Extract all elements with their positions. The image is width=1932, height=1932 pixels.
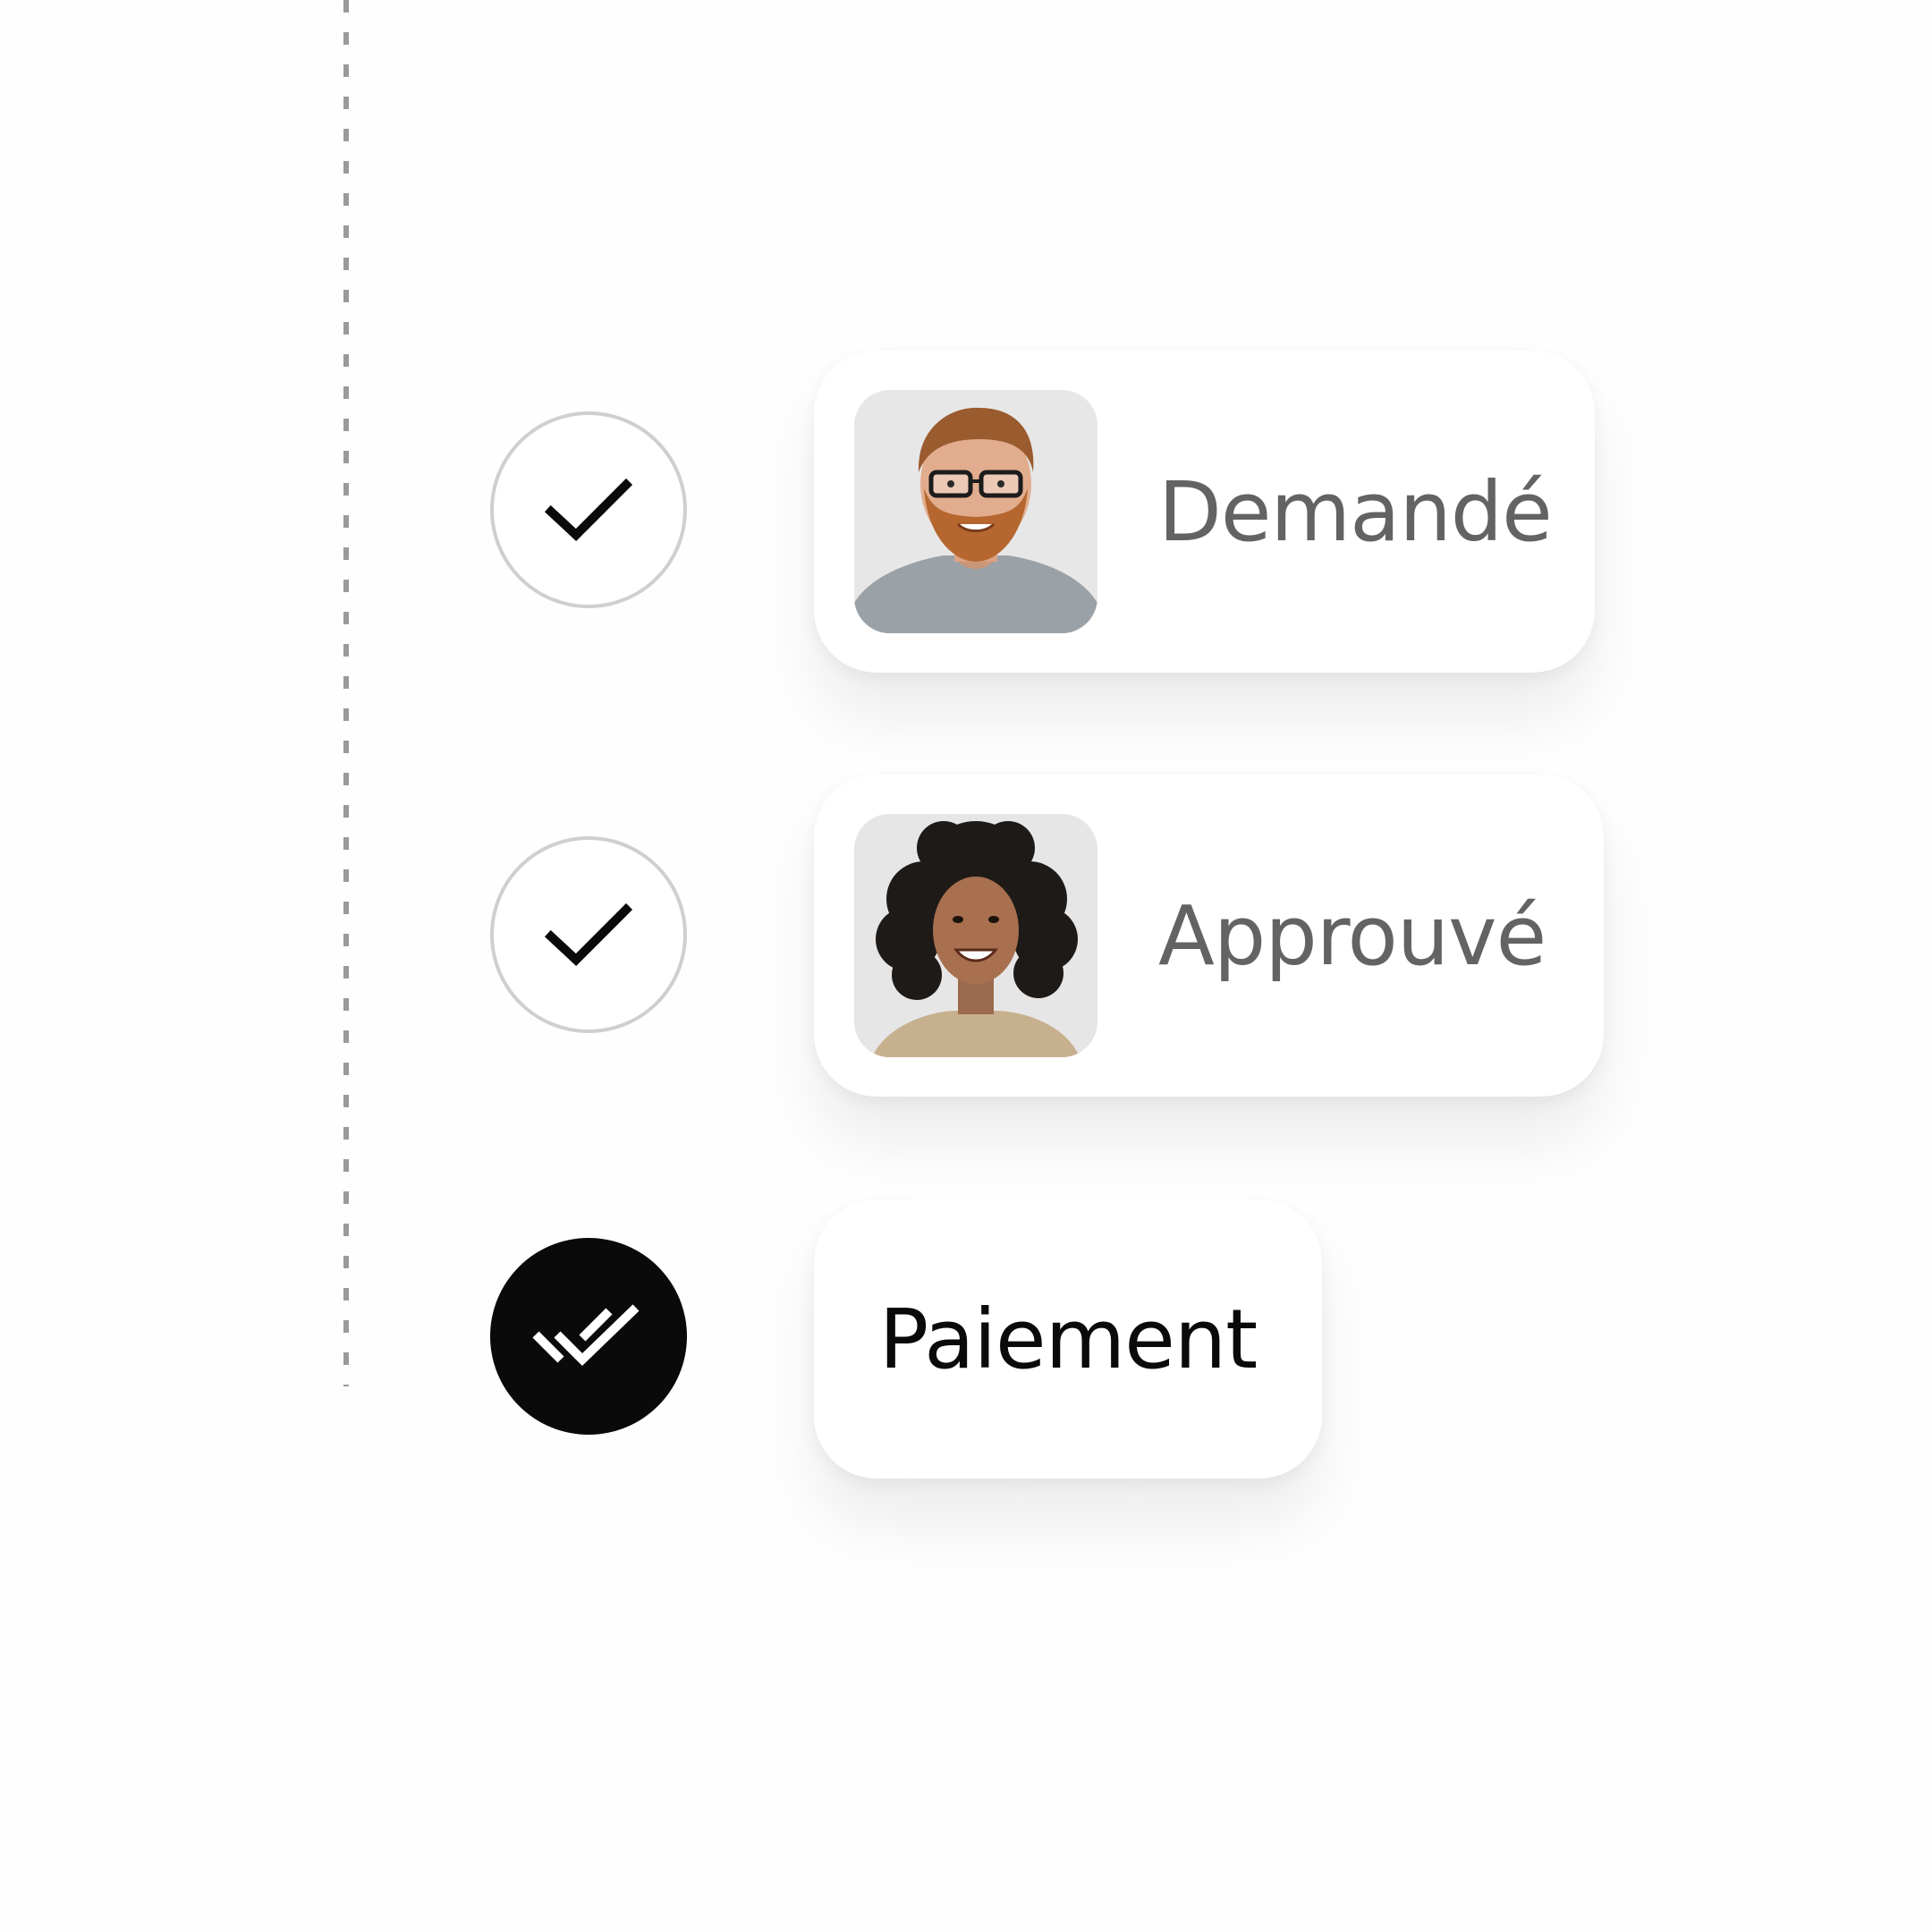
step-label-approved: Approuvé <box>1158 887 1546 984</box>
woman-curly-hair-avatar <box>854 814 1097 1057</box>
check-icon <box>544 902 633 966</box>
man-with-glasses-avatar <box>854 390 1097 633</box>
step-status-done <box>490 411 687 608</box>
timeline-dotted-line <box>343 0 349 1386</box>
double-check-icon <box>532 1304 640 1367</box>
step-card-payment[interactable]: Paiement <box>814 1199 1322 1479</box>
step-label-requested: Demandé <box>1158 463 1553 560</box>
step-status-done <box>490 836 687 1033</box>
step-card-approved[interactable]: Approuvé <box>814 775 1604 1097</box>
step-label-payment: Paiement <box>878 1291 1258 1387</box>
check-icon <box>544 478 633 541</box>
step-card-requested[interactable]: Demandé <box>814 351 1595 673</box>
step-status-current <box>490 1238 687 1435</box>
